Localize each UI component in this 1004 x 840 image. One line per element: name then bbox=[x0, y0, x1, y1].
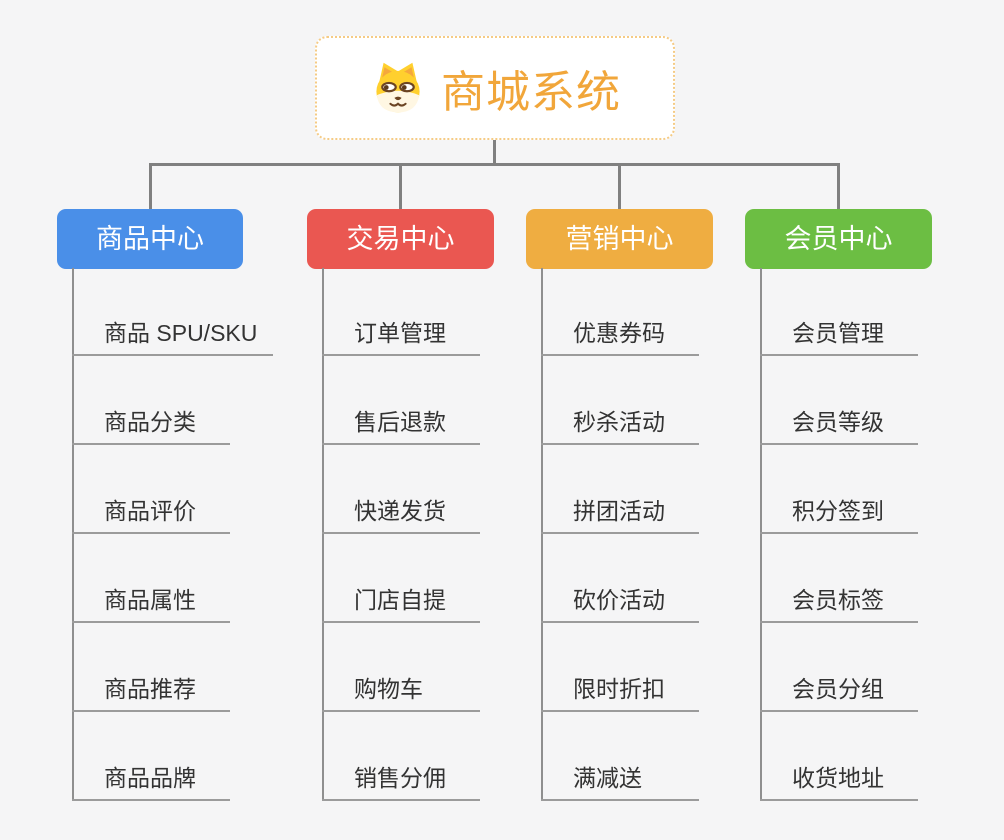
root-node-mall-system[interactable]: 商城系统 bbox=[315, 36, 675, 140]
leaf-node[interactable]: 会员标签 bbox=[760, 577, 918, 623]
leaf-node[interactable]: 秒杀活动 bbox=[541, 399, 699, 445]
connector-branch-stub bbox=[618, 163, 621, 210]
dog-face-icon bbox=[376, 62, 420, 113]
leaf-node[interactable]: 砍价活动 bbox=[541, 577, 699, 623]
leaf-node[interactable]: 会员分组 bbox=[760, 666, 918, 712]
leaf-node[interactable]: 会员管理 bbox=[760, 310, 918, 356]
leaf-node[interactable]: 限时折扣 bbox=[541, 666, 699, 712]
branch-marketing-center[interactable]: 营销中心 bbox=[526, 209, 713, 269]
root-node-title: 商城系统 bbox=[441, 68, 621, 117]
leaf-node[interactable]: 购物车 bbox=[322, 666, 480, 712]
connector-branch-stub bbox=[399, 163, 402, 210]
branch-trade-center[interactable]: 交易中心 bbox=[307, 209, 494, 269]
leaf-node[interactable]: 优惠券码 bbox=[541, 310, 699, 356]
branch-product-center[interactable]: 商品中心 bbox=[57, 209, 243, 269]
leaf-node[interactable]: 满减送 bbox=[541, 755, 699, 801]
branch-children-marketing-center: 优惠券码 秒杀活动 拼团活动 砍价活动 限时折扣 满减送 bbox=[541, 268, 791, 808]
branch-children-member-center: 会员管理 会员等级 积分签到 会员标签 会员分组 收货地址 bbox=[760, 268, 1004, 808]
leaf-node[interactable]: 积分签到 bbox=[760, 488, 918, 534]
leaf-node[interactable]: 商品 SPU/SKU bbox=[72, 310, 274, 356]
connector-branch-stub bbox=[837, 163, 840, 210]
leaf-node[interactable]: 商品分类 bbox=[72, 399, 230, 445]
leaf-node[interactable]: 商品评价 bbox=[72, 488, 230, 534]
leaf-node[interactable]: 商品品牌 bbox=[72, 755, 230, 801]
leaf-node[interactable]: 拼团活动 bbox=[541, 488, 699, 534]
leaf-node[interactable]: 商品推荐 bbox=[72, 666, 230, 712]
leaf-node[interactable]: 销售分佣 bbox=[322, 755, 480, 801]
branch-children-product-center: 商品 SPU/SKU 商品分类 商品评价 商品属性 商品推荐 商品品牌 bbox=[72, 268, 322, 808]
leaf-node[interactable]: 收货地址 bbox=[760, 755, 918, 801]
leaf-node[interactable]: 商品属性 bbox=[72, 577, 230, 623]
connector-horizontal-bar bbox=[149, 163, 840, 166]
branch-children-trade-center: 订单管理 售后退款 快递发货 门店自提 购物车 销售分佣 bbox=[322, 268, 572, 808]
leaf-node[interactable]: 门店自提 bbox=[322, 577, 480, 623]
leaf-node[interactable]: 会员等级 bbox=[760, 399, 918, 445]
leaf-node[interactable]: 订单管理 bbox=[322, 310, 480, 356]
leaf-node[interactable]: 快递发货 bbox=[322, 488, 480, 534]
branch-member-center[interactable]: 会员中心 bbox=[745, 209, 932, 269]
leaf-node[interactable]: 售后退款 bbox=[322, 399, 480, 445]
connector-branch-stub bbox=[149, 163, 152, 210]
connector-root-stub bbox=[493, 140, 496, 164]
